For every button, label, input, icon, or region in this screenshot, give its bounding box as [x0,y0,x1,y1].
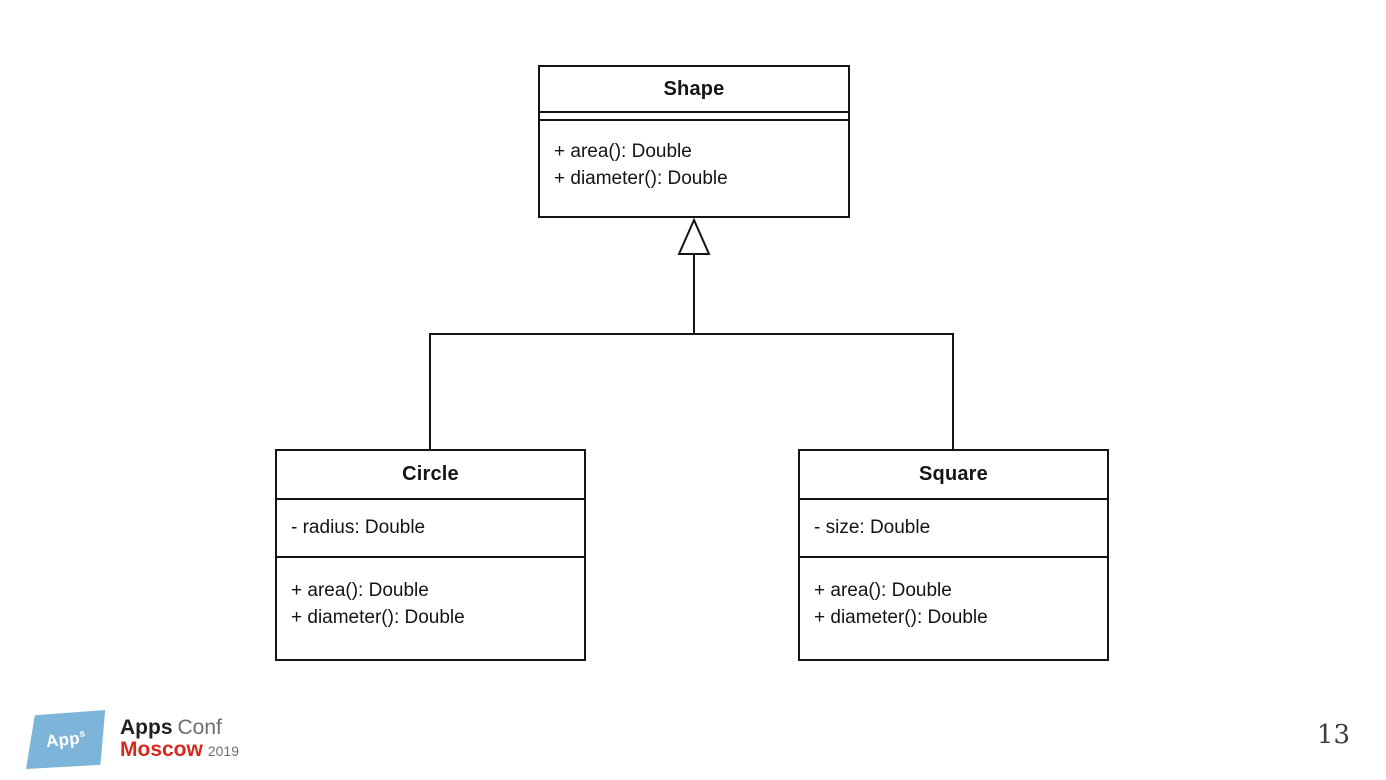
method-item: + diameter(): Double [814,607,988,628]
badge-text: Apps [45,727,87,751]
class-title-shape: Shape [540,67,848,113]
appsconf-badge-icon: Apps [26,710,106,769]
logo-name-bold: Apps [120,716,173,739]
generalization-arrowhead-icon [677,217,711,255]
badge-sup: s [78,727,86,740]
method-item: + diameter(): Double [291,607,465,628]
class-methods-circle: + area(): Double + diameter(): Double [277,558,584,659]
logo-city: Moscow [120,738,203,761]
method-item: + area(): Double [291,580,429,601]
logo-name-light: Conf [177,716,222,739]
class-title-square: Square [800,451,1107,500]
attribute-item: - radius: Double [291,517,426,538]
attribute-item: - size: Double [814,517,931,538]
method-item: + area(): Double [814,580,952,601]
class-methods-shape: + area(): Double + diameter(): Double [540,121,848,216]
class-box-square: Square - size: Double + area(): Double +… [798,449,1109,661]
page-number: 13 [1316,720,1350,750]
method-item: + diameter(): Double [554,168,728,189]
logo-year: 2019 [207,743,239,759]
class-box-circle: Circle - radius: Double + area(): Double… [275,449,586,661]
class-attributes-shape [540,113,848,121]
class-box-shape: Shape + area(): Double + diameter(): Dou… [538,65,850,218]
badge-word: App [45,728,81,751]
class-attributes-circle: - radius: Double [277,500,584,558]
class-attributes-square: - size: Double [800,500,1107,558]
method-item: + area(): Double [554,141,692,162]
class-title-circle: Circle [277,451,584,500]
class-methods-square: + area(): Double + diameter(): Double [800,558,1107,659]
